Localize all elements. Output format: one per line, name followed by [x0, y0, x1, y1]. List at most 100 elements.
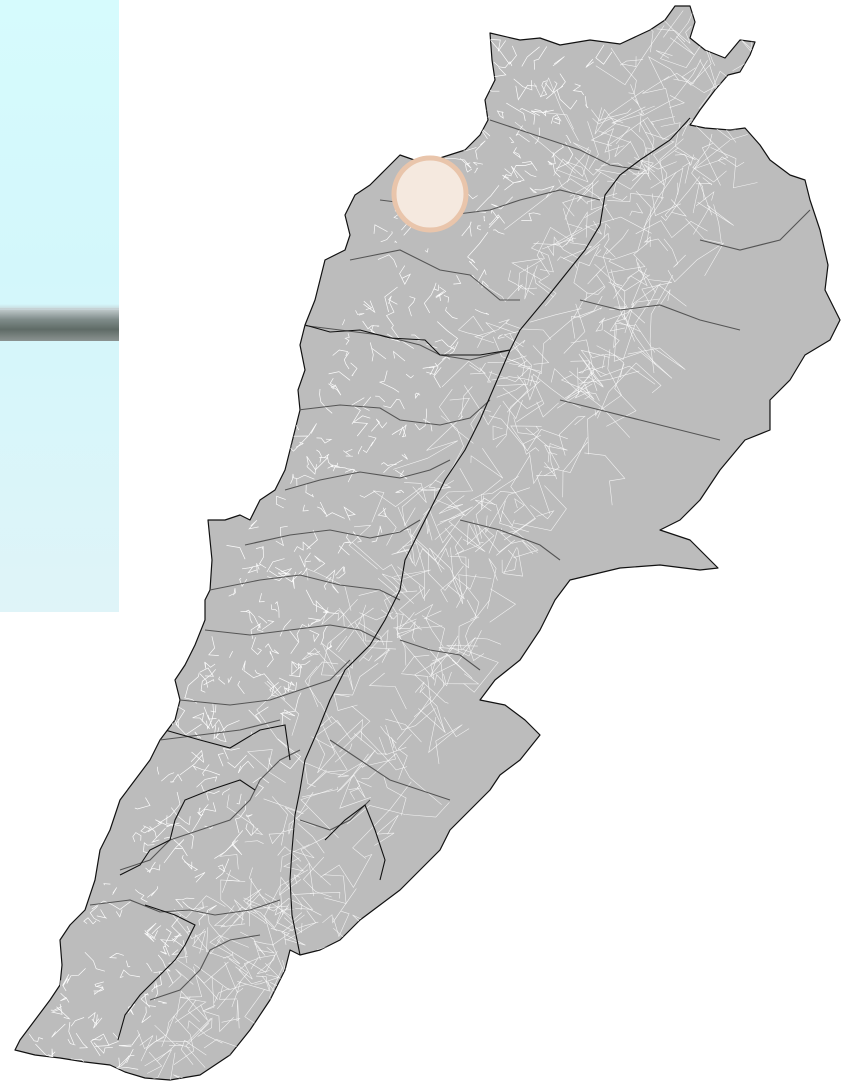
municipal-boundary [255, 546, 264, 550]
municipal-boundary [340, 774, 361, 790]
municipal-boundary [134, 1049, 173, 1080]
municipal-boundary [377, 254, 398, 268]
municipal-boundary [320, 954, 345, 1000]
location-marker[interactable] [391, 155, 469, 233]
municipal-boundary [658, 289, 671, 308]
municipal-boundary [650, 116, 675, 126]
municipal-boundary [170, 773, 183, 783]
municipal-boundary [95, 1040, 119, 1047]
municipal-boundary [767, 6, 788, 28]
municipal-boundary [235, 800, 246, 834]
municipal-boundary [219, 985, 238, 1000]
municipal-boundary [227, 754, 247, 769]
municipal-boundary [139, 1035, 154, 1051]
municipal-boundary [374, 648, 391, 663]
municipal-boundary [67, 1039, 76, 1046]
municipal-boundary [337, 541, 349, 554]
municipal-boundary [209, 935, 249, 959]
municipal-boundary [127, 1003, 136, 1015]
municipal-boundary [512, 147, 522, 159]
municipal-boundary [283, 857, 305, 872]
municipal-boundary [546, 85, 564, 100]
municipal-boundary [337, 612, 345, 627]
municipal-boundary [570, 360, 590, 369]
municipal-boundary [333, 911, 350, 938]
municipal-boundary [502, 174, 515, 191]
municipal-boundary [328, 371, 351, 381]
municipal-boundary [112, 887, 118, 895]
municipal-boundary [578, 362, 607, 376]
municipal-boundary [483, 215, 486, 222]
municipal-boundary [611, 172, 677, 261]
municipal-boundary [594, 263, 626, 321]
municipal-boundary [40, 1071, 79, 1080]
municipal-boundary [184, 672, 200, 699]
municipal-boundary [303, 758, 369, 778]
municipal-boundary [579, 370, 640, 384]
municipal-boundary [502, 174, 512, 180]
municipal-boundary [181, 854, 193, 870]
municipal-boundary [281, 709, 296, 726]
municipal-boundary [50, 1003, 63, 1015]
municipal-boundary [231, 830, 244, 856]
municipal-boundary [146, 962, 153, 972]
municipal-boundary [775, 58, 800, 109]
municipal-boundary [321, 643, 353, 673]
municipal-boundary [446, 630, 482, 657]
municipal-boundary [578, 376, 603, 388]
municipal-boundary [521, 46, 540, 67]
municipal-boundary [396, 625, 443, 680]
municipal-boundary [532, 345, 550, 365]
municipal-boundary [319, 716, 341, 727]
municipal-boundary [470, 479, 502, 501]
district-boundary [559, 399, 721, 441]
municipal-boundary [51, 1023, 66, 1038]
municipal-boundary [469, 362, 486, 373]
municipal-boundary [266, 650, 274, 668]
municipal-boundary [388, 295, 398, 305]
municipal-boundary [354, 622, 364, 642]
municipal-boundary [171, 938, 184, 948]
municipal-boundary [302, 786, 338, 798]
municipal-boundary [423, 287, 435, 314]
municipal-boundary [89, 905, 101, 922]
municipal-boundary [607, 192, 664, 228]
municipal-boundary [414, 603, 444, 648]
municipal-boundary [428, 716, 463, 764]
municipal-boundary [304, 666, 332, 724]
municipal-boundary [368, 435, 377, 447]
municipal-boundary [441, 360, 487, 388]
municipal-boundary [603, 223, 611, 239]
district-boundary [159, 719, 281, 741]
municipal-boundary [311, 718, 363, 749]
municipal-boundary [557, 256, 577, 268]
municipal-boundary [511, 258, 543, 280]
municipal-boundary [256, 954, 275, 974]
municipal-boundary [246, 749, 286, 784]
municipal-boundary [503, 331, 524, 347]
municipal-boundary [184, 861, 199, 872]
municipal-boundary [503, 455, 536, 541]
municipal-boundary [470, 448, 504, 479]
municipal-boundary [286, 910, 317, 941]
municipal-boundary [175, 897, 195, 908]
municipal-boundary [443, 295, 450, 303]
municipal-boundary [377, 507, 387, 517]
municipal-boundary [510, 425, 542, 448]
municipal-boundary [278, 907, 303, 922]
municipal-boundary [727, 88, 748, 126]
municipal-boundary [151, 827, 166, 843]
municipal-boundary [605, 229, 629, 255]
municipal-boundary [530, 109, 554, 117]
municipal-boundary [518, 251, 545, 292]
municipal-boundary [732, 6, 775, 22]
municipal-boundary [355, 310, 365, 316]
municipal-boundary [132, 832, 142, 843]
municipal-boundary [584, 96, 589, 109]
district-boundary [89, 899, 281, 916]
municipal-boundary [635, 190, 652, 245]
municipal-boundary [423, 468, 474, 516]
municipal-boundary [397, 506, 453, 561]
municipal-boundary [174, 956, 219, 1000]
municipal-boundary [343, 352, 350, 370]
